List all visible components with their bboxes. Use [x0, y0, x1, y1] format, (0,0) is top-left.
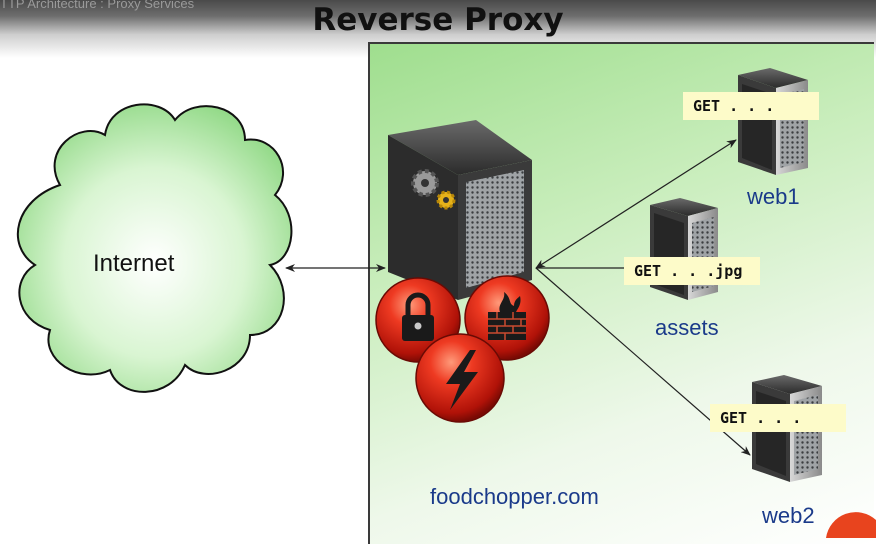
- web1-request-note: GET . . .: [683, 92, 819, 120]
- proxy-web1-link: [535, 139, 737, 269]
- assets-request-note: GET . . .jpg: [624, 257, 760, 285]
- gear-icon: [411, 169, 439, 197]
- page-title: Reverse Proxy: [312, 2, 564, 38]
- internet-label: Internet: [93, 250, 175, 277]
- firewall-badge: [464, 275, 550, 361]
- assets-label: assets: [655, 315, 719, 340]
- gear-icon: [436, 190, 456, 210]
- web2-label: web2: [762, 503, 815, 528]
- internet-cloud: [16, 103, 293, 393]
- lightning-badge: [415, 333, 505, 423]
- corner-badge: [826, 512, 876, 538]
- domain-label: foodchopper.com: [430, 484, 599, 509]
- web1-label: web1: [747, 184, 800, 209]
- web2-request-note: GET . . .: [710, 404, 846, 432]
- breadcrumb: TTP Architecture : Proxy Services: [0, 0, 195, 11]
- web1-server: [738, 68, 808, 175]
- proxy-server: [388, 120, 532, 300]
